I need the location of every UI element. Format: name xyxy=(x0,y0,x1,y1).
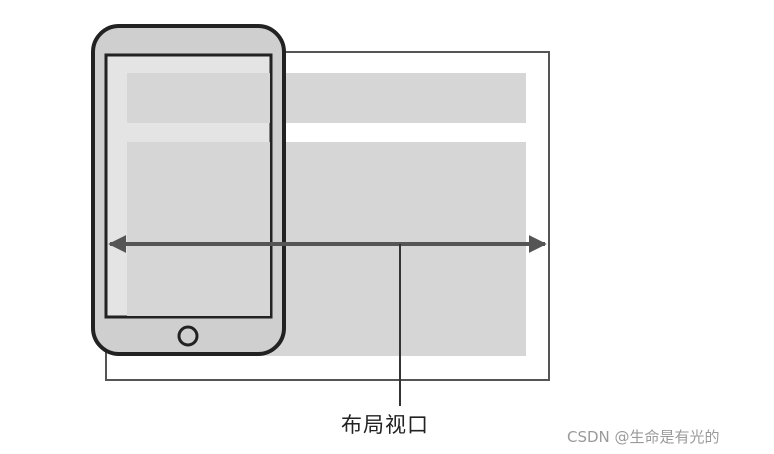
smartphone-icon xyxy=(91,24,286,356)
home-button-icon xyxy=(177,325,199,347)
phone-screen-header xyxy=(127,73,270,123)
watermark-text: CSDN @生命是有光的 xyxy=(567,428,720,446)
diagram-caption: 布局视口 xyxy=(341,413,429,437)
phone-screen-content xyxy=(127,142,270,316)
